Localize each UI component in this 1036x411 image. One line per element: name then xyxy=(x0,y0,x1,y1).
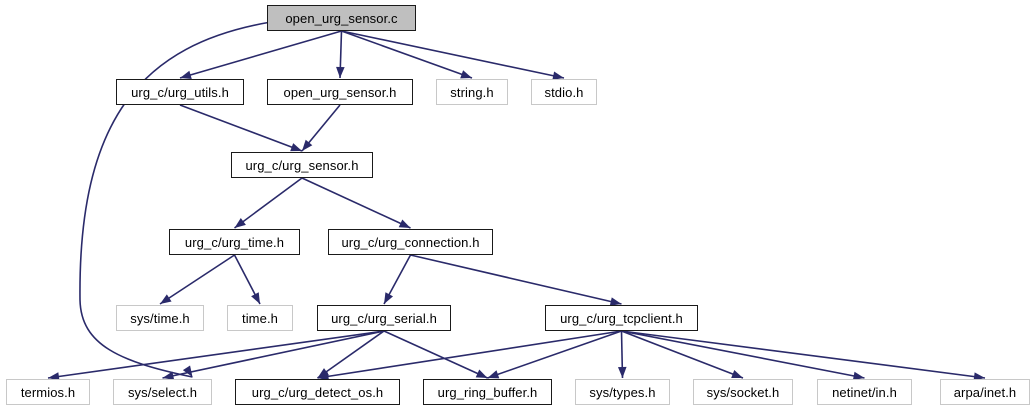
graph-edge-arrowhead xyxy=(234,217,246,228)
graph-edge-arrowhead xyxy=(302,139,313,151)
graph-edge-arrowhead xyxy=(180,70,192,80)
graph-edge-urg-serial-h-to-sys-select-h xyxy=(162,330,385,379)
graph-edge-urg-tcpclient-h-to-netinet-in-h xyxy=(621,330,865,379)
graph-edge-open-urg-sensor-c-to-urg-utils-h xyxy=(179,30,342,79)
graph-edge-open-urg-sensor-c-to-stdio-h xyxy=(341,30,565,79)
graph-node-open-urg-sensor-h[interactable]: open_urg_sensor.h xyxy=(267,79,413,105)
graph-edge-arrowhead xyxy=(162,371,175,380)
graph-node-label: termios.h xyxy=(20,384,76,400)
graph-node-label: urg_c/urg_sensor.h xyxy=(245,157,359,173)
graph-node-label: string.h xyxy=(450,84,494,100)
graph-edge-urg-tcpclient-h-to-arpa-inet-h xyxy=(621,330,986,379)
graph-node-label: arpa/inet.h xyxy=(953,384,1017,400)
graph-node-urg-tcpclient-h[interactable]: urg_c/urg_tcpclient.h xyxy=(545,305,698,331)
graph-edge-arrowhead xyxy=(398,219,411,228)
graph-edge-arrowhead xyxy=(182,365,193,377)
graph-node-urg-utils-h[interactable]: urg_c/urg_utils.h xyxy=(116,79,244,105)
graph-edge-arrowhead xyxy=(384,292,394,304)
graph-edge-open-urg-sensor-c-to-sys-select-h xyxy=(79,21,272,378)
graph-node-label: open_urg_sensor.c xyxy=(285,10,398,26)
graph-node-netinet-in-h[interactable]: netinet/in.h xyxy=(817,379,912,405)
graph-node-urg-detect-os-h[interactable]: urg_c/urg_detect_os.h xyxy=(235,379,400,405)
graph-node-label: stdio.h xyxy=(544,84,584,100)
graph-edge-urg-connection-h-to-urg-tcpclient-h xyxy=(410,254,622,305)
graph-edge-arrowhead xyxy=(460,70,472,79)
graph-edge-urg-tcpclient-h-to-urg-ring-buffer-h xyxy=(487,330,622,379)
graph-node-termios-h[interactable]: termios.h xyxy=(6,379,90,405)
graph-node-label: sys/types.h xyxy=(589,384,656,400)
graph-node-string-h[interactable]: string.h xyxy=(436,79,508,105)
graph-node-sys-time-h[interactable]: sys/time.h xyxy=(116,305,204,331)
graph-edge-arrowhead xyxy=(475,369,488,378)
graph-edge-arrowhead xyxy=(336,66,345,78)
graph-node-label: urg_c/urg_time.h xyxy=(184,234,285,250)
graph-edge-arrowhead xyxy=(617,366,627,378)
graph-node-urg-ring-buffer-h[interactable]: urg_ring_buffer.h xyxy=(423,379,552,405)
graph-edge-arrowhead xyxy=(552,71,564,80)
graph-node-label: netinet/in.h xyxy=(832,384,897,400)
graph-node-sys-socket-h[interactable]: sys/socket.h xyxy=(693,379,793,405)
graph-node-open-urg-sensor-c[interactable]: open_urg_sensor.c xyxy=(267,5,416,31)
graph-node-urg-connection-h[interactable]: urg_c/urg_connection.h xyxy=(328,229,493,255)
graph-edge-arrowhead xyxy=(852,371,865,381)
graph-edge-urg-tcpclient-h-to-urg-detect-os-h xyxy=(317,330,622,379)
graph-edge-urg-utils-h-to-urg-sensor-h xyxy=(179,104,303,152)
graph-node-sys-types-h[interactable]: sys/types.h xyxy=(575,379,670,405)
graph-edge-urg-sensor-h-to-urg-connection-h xyxy=(301,177,411,229)
graph-node-urg-serial-h[interactable]: urg_c/urg_serial.h xyxy=(317,305,451,331)
graph-node-label: urg_c/urg_connection.h xyxy=(341,234,480,250)
graph-node-urg-sensor-h[interactable]: urg_c/urg_sensor.h xyxy=(231,152,373,178)
graph-edge-urg-time-h-to-sys-time-h xyxy=(159,254,235,305)
graph-node-stdio-h[interactable]: stdio.h xyxy=(531,79,597,105)
graph-edge-urg-serial-h-to-termios-h xyxy=(47,330,385,379)
graph-node-label: urg_c/urg_serial.h xyxy=(331,310,437,326)
graph-node-label: time.h xyxy=(241,310,278,326)
graph-edge-arrowhead xyxy=(731,370,743,379)
graph-node-time-h[interactable]: time.h xyxy=(227,305,293,331)
graph-node-label: sys/socket.h xyxy=(706,384,780,400)
graph-edge-urg-serial-h-to-urg-ring-buffer-h xyxy=(383,330,488,379)
graph-edge-arrowhead xyxy=(609,297,622,306)
graph-edge-arrowhead xyxy=(290,143,302,152)
graph-edge-arrowhead xyxy=(317,372,330,381)
graph-edge-urg-serial-h-to-urg-detect-os-h xyxy=(317,330,385,379)
graph-node-label: urg_c/urg_utils.h xyxy=(131,84,229,100)
graph-node-label: open_urg_sensor.h xyxy=(283,84,397,100)
graph-node-arpa-inet-h[interactable]: arpa/inet.h xyxy=(940,379,1030,405)
graph-edge-arrowhead xyxy=(487,370,500,379)
graph-node-label: urg_c/urg_tcpclient.h xyxy=(560,310,683,326)
graph-node-urg-time-h[interactable]: urg_c/urg_time.h xyxy=(169,229,300,255)
graph-node-label: sys/select.h xyxy=(127,384,198,400)
graph-edge-urg-sensor-h-to-urg-time-h xyxy=(234,177,303,229)
graph-node-sys-select-h[interactable]: sys/select.h xyxy=(113,379,212,405)
graph-node-label: urg_c/urg_detect_os.h xyxy=(251,384,384,400)
graph-edge-arrowhead xyxy=(973,372,985,381)
graph-edge-urg-tcpclient-h-to-sys-socket-h xyxy=(621,330,744,379)
graph-edge-arrowhead xyxy=(48,372,60,381)
graph-edge-arrowhead xyxy=(251,292,260,304)
graph-edge-arrowhead xyxy=(160,294,172,304)
graph-node-label: urg_ring_buffer.h xyxy=(437,384,538,400)
graph-edge-open-urg-sensor-c-to-string-h xyxy=(341,30,473,79)
graph-node-label: sys/time.h xyxy=(130,310,190,326)
